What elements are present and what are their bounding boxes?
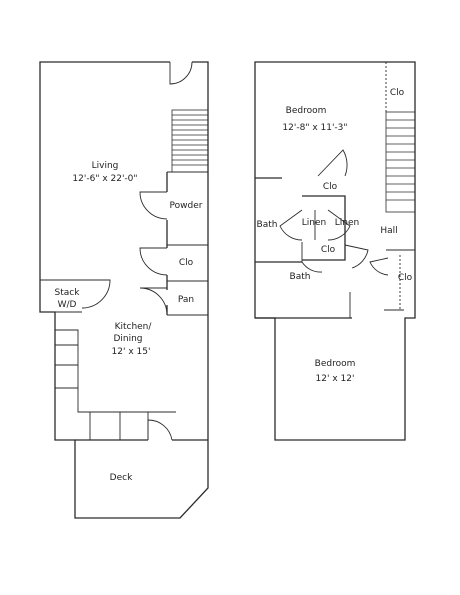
lower-level	[39, 60, 209, 519]
hall-door	[369, 257, 389, 276]
bedroom-lower-dimension: 12' x 12'	[316, 374, 355, 384]
dining-label: Dining	[113, 334, 142, 344]
upper-stair-treads	[386, 119, 415, 201]
closet-label-center: Clo	[323, 182, 338, 192]
kitchen-dimension: 12' x 15'	[112, 347, 151, 357]
bedroom-upper-label: Bedroom	[286, 106, 327, 116]
deck-door	[147, 419, 173, 441]
hall-label: Hall	[380, 226, 397, 236]
powder-door	[139, 191, 168, 220]
closet-door-top	[317, 149, 348, 177]
closet-door-center	[301, 242, 323, 273]
closet-door	[139, 247, 168, 276]
wd-label: W/D	[58, 300, 77, 310]
closet-label-top: Clo	[390, 88, 405, 98]
upper-level	[254, 61, 416, 441]
stack-label: Stack	[55, 288, 81, 298]
living-label: Living	[92, 161, 119, 171]
linen-door-right	[327, 209, 351, 241]
closet-label-lower-center: Clo	[321, 245, 336, 255]
linen-door-left	[279, 209, 303, 241]
living-dimension: 12'-6" x 22'-0"	[72, 174, 137, 184]
bath-label-lower: Bath	[290, 272, 311, 282]
bath-door	[344, 244, 369, 269]
pantry-label: Pan	[178, 295, 194, 305]
kitchen-label: Kitchen/	[115, 322, 153, 332]
pantry-door	[139, 287, 168, 316]
labels: Living 12'-6" x 22'-0" Powder Clo Pan St…	[55, 88, 413, 483]
deck-label: Deck	[110, 473, 133, 483]
linen-label-right: Linen	[335, 218, 359, 228]
closet-label-hall: Clo	[398, 273, 413, 283]
linen-label-left: Linen	[302, 218, 326, 228]
powder-label: Powder	[170, 201, 203, 211]
lower-stair-treads	[172, 114, 208, 166]
kitchen-counter	[55, 329, 176, 440]
bedroom-upper-dimension: 12'-8" x 11'-3"	[282, 123, 347, 133]
upper-stairs	[385, 111, 416, 213]
lower-stairs	[171, 109, 209, 173]
core-walls	[255, 177, 346, 263]
closet-label-lower: Clo	[179, 258, 194, 268]
entry-door	[169, 61, 193, 85]
bath-label-left: Bath	[257, 220, 278, 230]
bedroom-lower-label: Bedroom	[315, 359, 356, 369]
laundry-door	[81, 279, 111, 309]
